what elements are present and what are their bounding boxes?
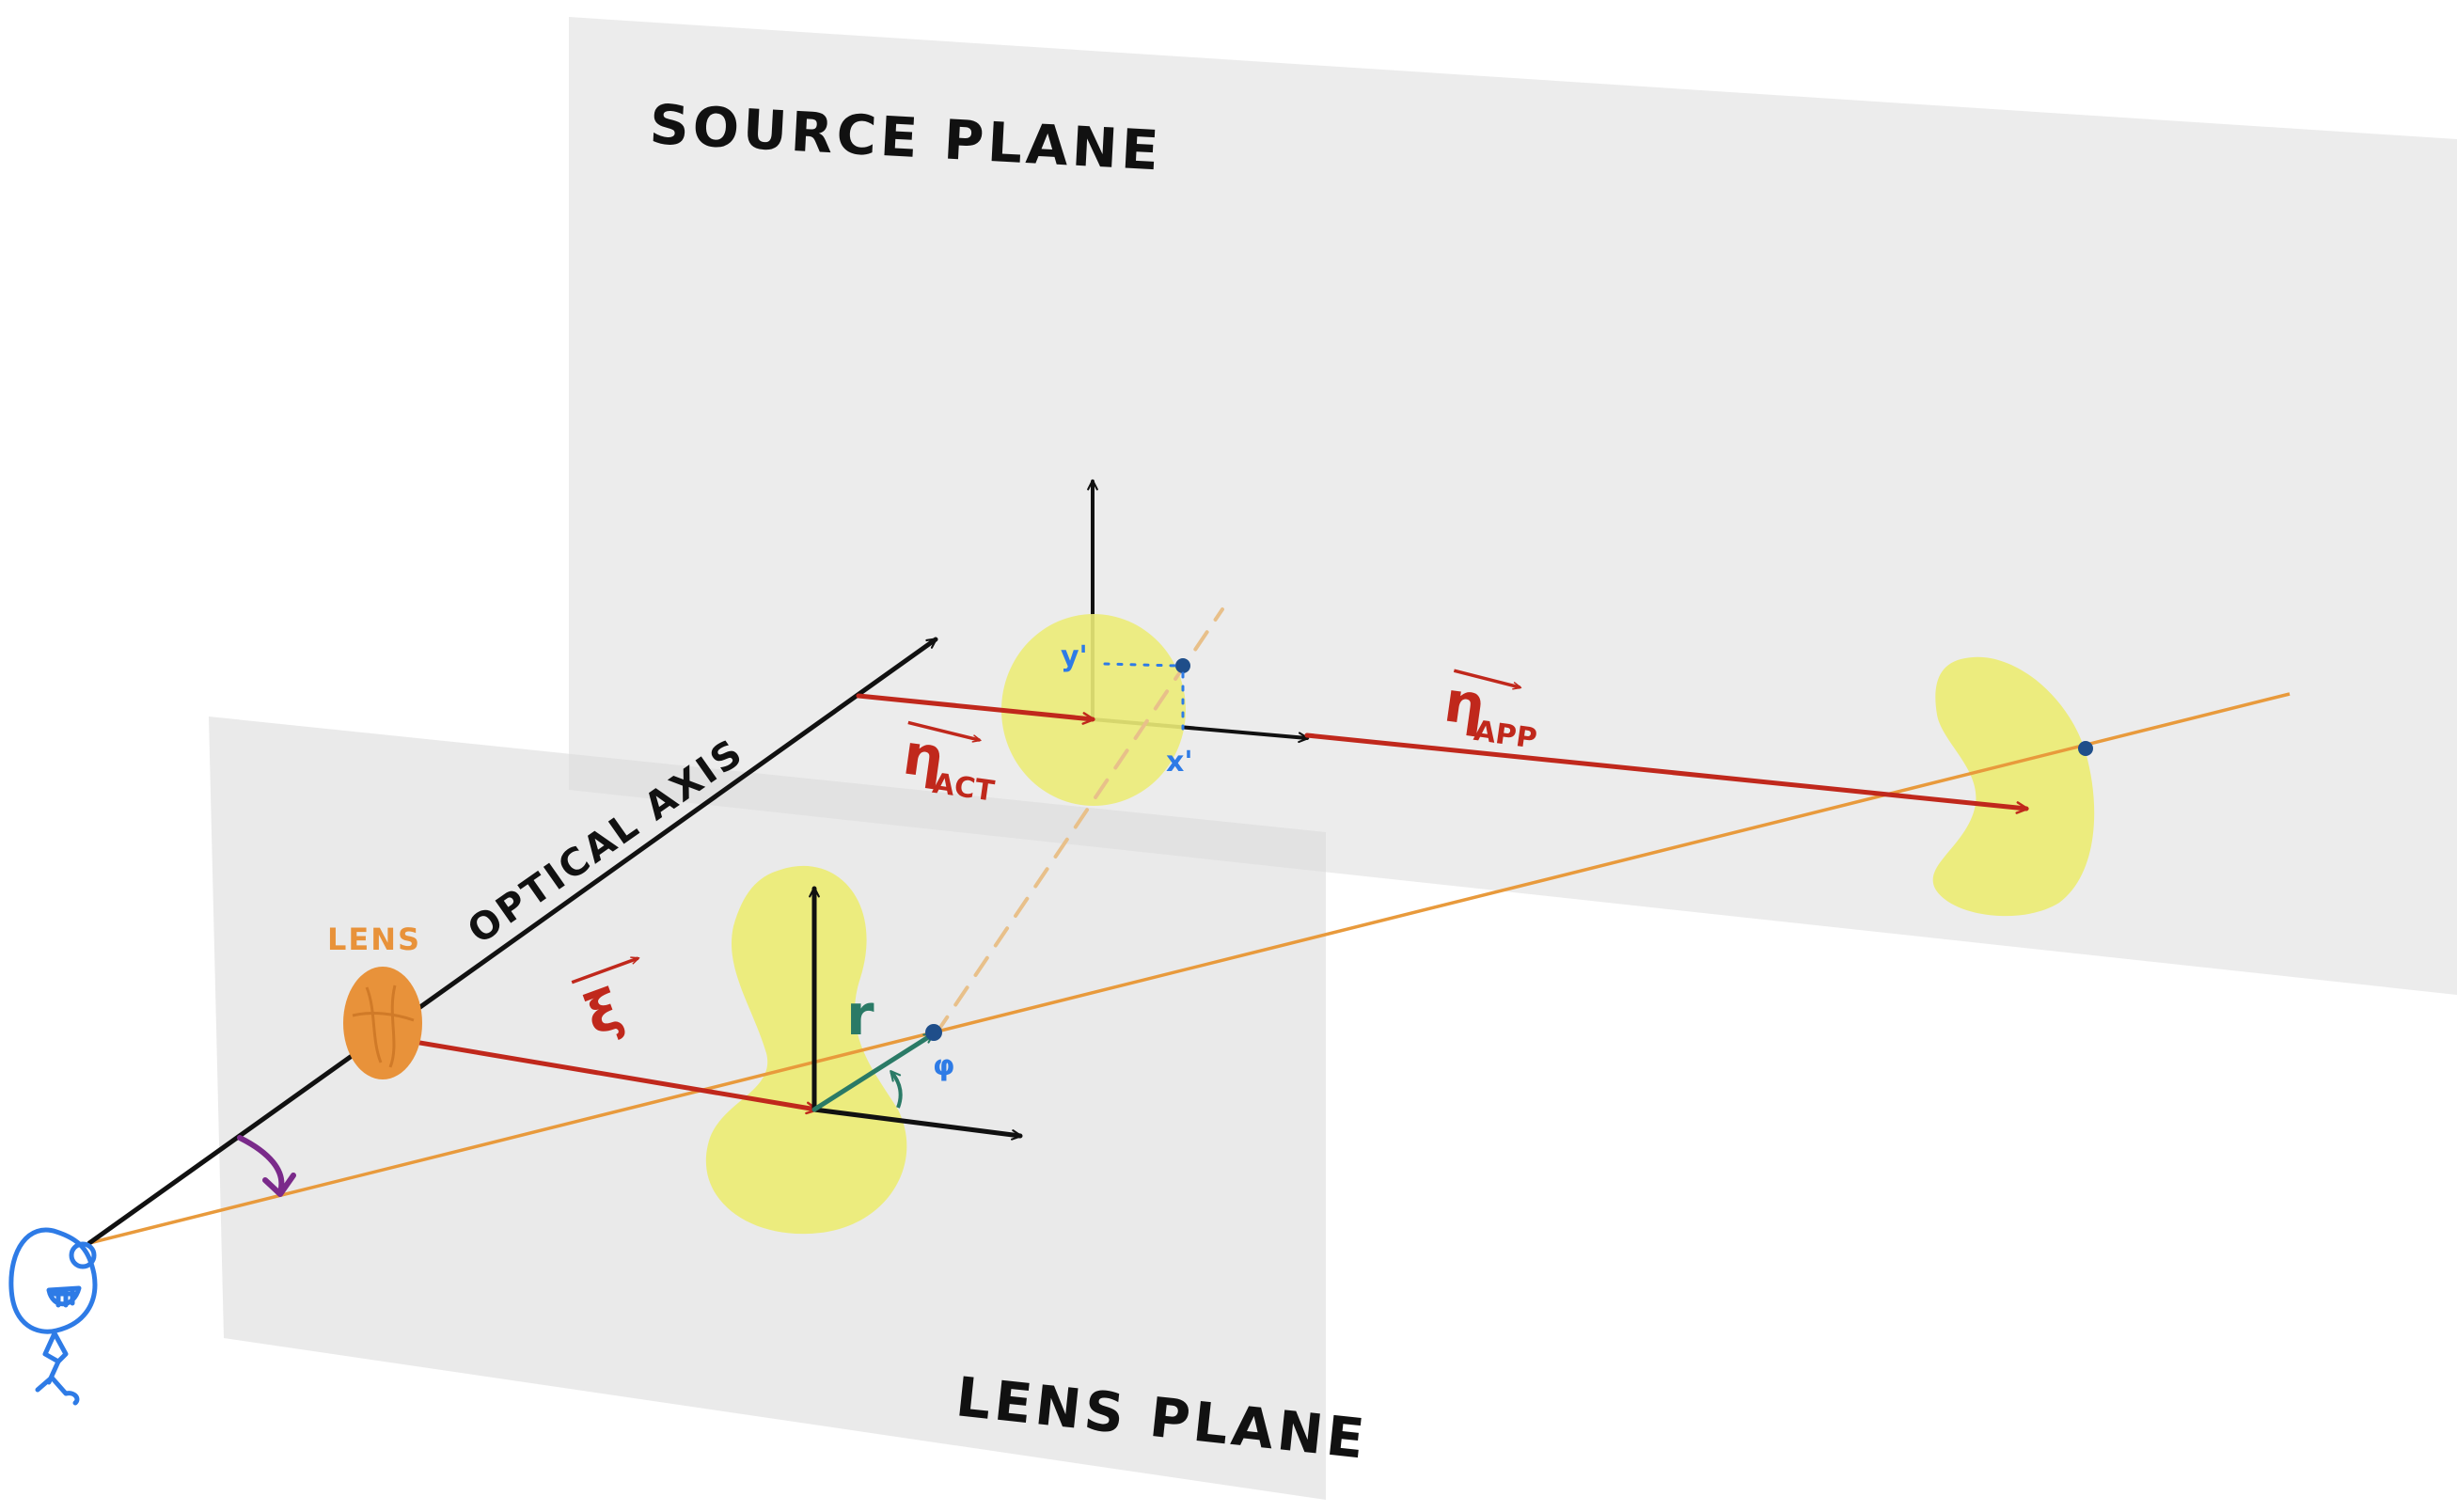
eta-app-label: η APP xyxy=(1441,669,1539,756)
projection-dashed-line xyxy=(934,607,1224,1036)
source-point xyxy=(1175,658,1190,673)
apparent-image-point xyxy=(2078,741,2093,756)
phi-label: φ xyxy=(933,1049,954,1082)
deflection-angle-arrow xyxy=(237,1135,285,1195)
apparent-image-blob xyxy=(1932,656,2095,917)
lens-icon xyxy=(343,967,422,1079)
svg-text:η: η xyxy=(1441,669,1489,739)
observer-figure-icon xyxy=(8,1227,98,1406)
y-prime-guide xyxy=(1103,662,1179,668)
eta-act-vector xyxy=(856,693,1095,725)
lens-x-axis xyxy=(811,1107,1023,1141)
r-label: r xyxy=(846,983,874,1048)
phi-angle-arc xyxy=(890,1070,903,1109)
deflection-angle-arrowhead xyxy=(262,1173,296,1197)
lens-image-point xyxy=(925,1024,942,1041)
r-vector xyxy=(811,1032,936,1112)
light-ray xyxy=(88,692,2291,1245)
actual-source-blob xyxy=(1001,614,1186,806)
x-prime-label: x' xyxy=(1166,746,1193,779)
lens-image-blob xyxy=(705,865,907,1235)
y-prime-label: y' xyxy=(1061,640,1088,673)
xi-vector xyxy=(378,1033,819,1115)
lens-label: LENS xyxy=(327,921,421,957)
eta-app-vector xyxy=(1304,732,2029,814)
svg-text:η: η xyxy=(899,721,948,792)
optical-axis-arrow xyxy=(87,637,938,1246)
